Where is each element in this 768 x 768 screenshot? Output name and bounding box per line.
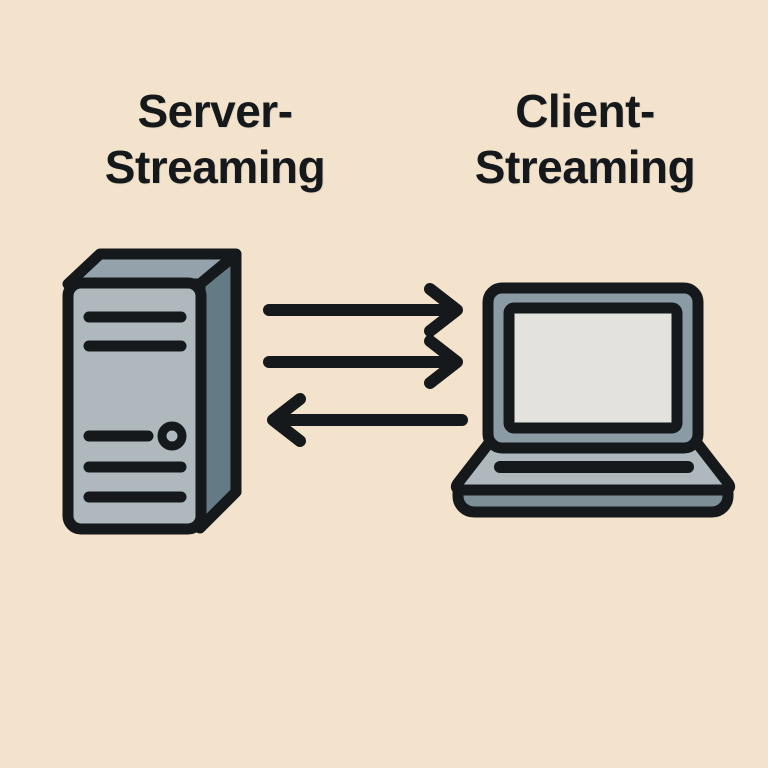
arrow-group	[263, 283, 468, 447]
server-tower-icon	[62, 248, 242, 535]
laptop-icon	[451, 282, 735, 518]
server-power-button-icon[interactable]	[157, 421, 187, 451]
client-title: Client- Streaming	[474, 85, 696, 193]
arrow-right-1-head	[424, 283, 463, 337]
arrow-left-1-head	[267, 393, 306, 447]
arrow-right-1	[263, 283, 463, 337]
arrow-right-2	[263, 335, 463, 389]
arrow-right-2-head	[424, 335, 463, 389]
laptop-screen	[503, 302, 683, 434]
server-title: Server- Streaming	[104, 85, 326, 193]
arrow-left-1	[267, 393, 468, 447]
